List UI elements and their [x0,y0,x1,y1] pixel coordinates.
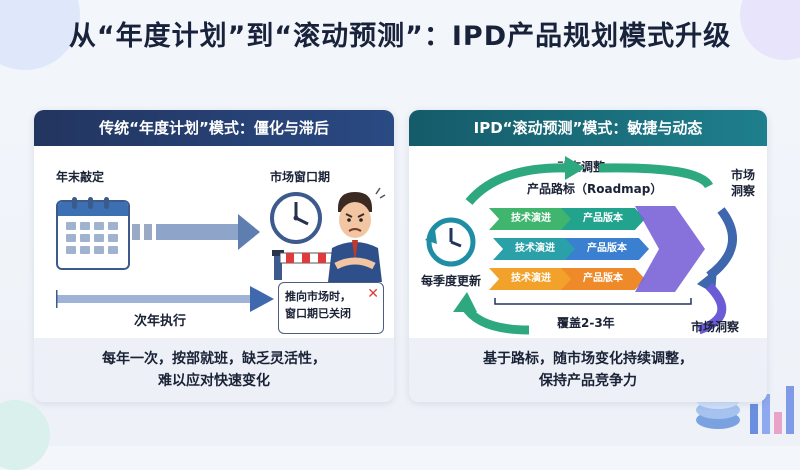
rolling-footer-line-1: 基于路标，随市场变化持续调整， [483,351,693,367]
traditional-panel-header: 传统“年度计划”模式：僵化与滞后 [34,110,394,146]
cycle-arrows-icon [453,156,738,335]
roadmap-big-chevron-icon [635,206,705,292]
label-market-insight-bottom: 市场洞察 [691,320,740,334]
callout-line-2: 窗口期已关闭 [285,307,351,320]
roadmap-row-3-product: 产品版本 [561,268,645,290]
traditional-panel: 传统“年度计划”模式：僵化与滞后 年末敲定 市场窗口期 [34,110,394,402]
calendar-icon [56,197,130,270]
label-market-insight-top-2: 洞察 [731,184,756,198]
clock-gate-icon [270,192,322,280]
label-roadmap: 产品路标（Roadmap） [527,182,663,196]
refresh-clock-icon [425,217,476,267]
label-market-window: 市场窗口期 [270,170,331,184]
traditional-footer-line-1: 每年一次，按部就班，缺乏灵活性， [102,351,326,367]
label-market-insight-top-1: 市场 [731,168,756,182]
callout-line-1: 推向市场时， [285,290,351,303]
roadmap-row-2-product: 产品版本 [565,238,649,260]
label-span-years: 覆盖2-3年 [557,316,615,330]
next-year-arrow-icon [56,286,274,312]
roadmap-row-1-tech: 技术演进 [489,208,573,230]
roadmap-row-1-product: 产品版本 [561,208,645,230]
label-year-end: 年末敲定 [56,170,105,184]
traditional-panel-footer: 每年一次，按部就班，缺乏灵活性， 难以应对快速变化 [34,338,394,402]
roadmap-row-3-tech: 技术演进 [489,268,573,290]
label-quarterly-update: 每季度更新 [421,274,482,288]
page-title: 从“年度计划”到“滚动预测”：IPD产品规划模式升级 [68,21,732,52]
traditional-footer-line-2: 难以应对快速变化 [158,373,270,389]
barrier-icon [280,252,340,264]
span-bracket-icon [494,298,692,305]
close-x-icon: ✕ [367,286,379,302]
delay-arrow-icon [132,214,260,250]
decor-blob-bottom-left [0,400,50,470]
rolling-panel-header: IPD“滚动预测”模式：敏捷与动态 [409,110,767,146]
window-closed-callout: 推向市场时， 窗口期已关闭 ✕ [278,282,384,334]
roadmap-row-2-tech: 技术演进 [493,238,577,260]
rolling-panel-footer: 基于路标，随市场变化持续调整， 保持产品竞争力 [409,338,767,402]
label-next-year-execution: 次年执行 [134,314,187,329]
rolling-forecast-panel: IPD“滚动预测”模式：敏捷与动态 动态调整 产品路标（Roadmap） 市场 … [409,110,767,402]
frustrated-person-icon [328,187,386,282]
rolling-footer-line-2: 保持产品竞争力 [539,373,637,389]
